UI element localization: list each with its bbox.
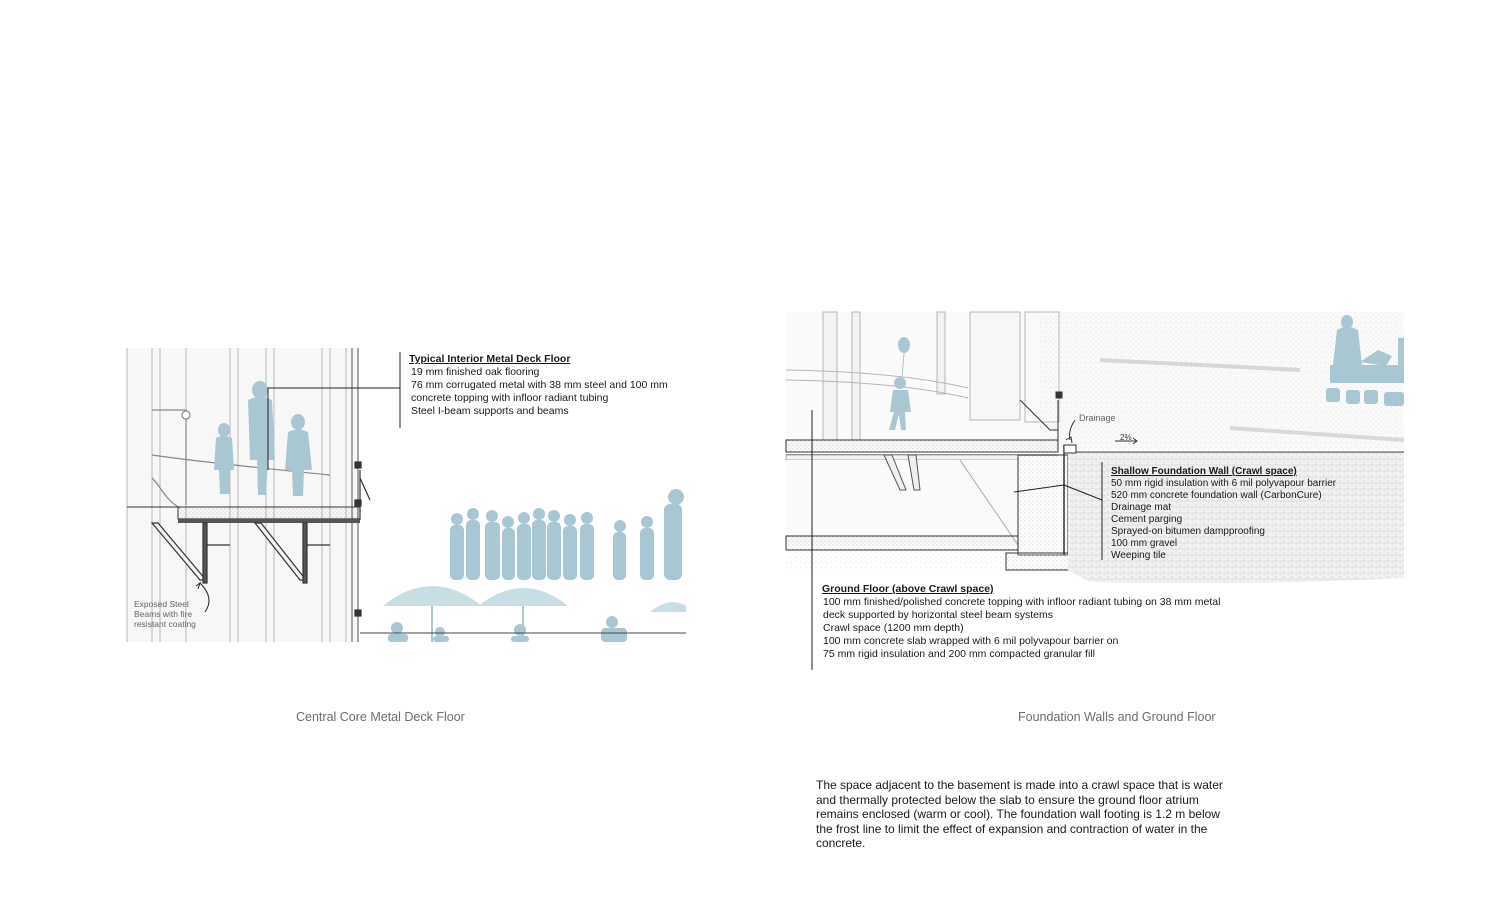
crawl-space	[786, 460, 1018, 545]
wall-line-1: 50 mm rigid insulation with 6 mil polyva…	[1111, 478, 1337, 489]
drainage-label: Drainage	[1079, 413, 1116, 423]
umbrellas	[383, 586, 686, 642]
slope-label: 2%	[1120, 433, 1132, 442]
left-caption: Central Core Metal Deck Floor	[296, 710, 465, 724]
deck-floor-line-1: 19 mm finished oak flooring	[411, 366, 540, 378]
deck-floor-line-3: concrete topping with infloor radiant tu…	[411, 392, 609, 404]
foundation-wall-callout: Shallow Foundation Wall (Crawl space) 50…	[1111, 466, 1336, 562]
exterior-soil	[1068, 452, 1404, 584]
crawl-space-slab	[785, 535, 1019, 551]
crowd-silhouettes	[450, 489, 684, 580]
wall-line-6: 100 mm gravel	[1111, 538, 1178, 549]
wall-line-4: Cement parging	[1111, 514, 1183, 525]
metal-deck-slab	[127, 506, 361, 523]
floor-line-5: 75 mm rigid insulation and 200 mm compac…	[823, 648, 1095, 660]
wall-line-7: Weeping tile	[1111, 550, 1166, 561]
floor-line-1: 100 mm finished/polished concrete toppin…	[823, 596, 1221, 608]
floor-line-3: Crawl space (1200 mm depth)	[823, 622, 964, 634]
wall-line-3: Drainage mat	[1111, 502, 1172, 513]
wall-line-2: 520 mm concrete foundation wall (CarbonC…	[1111, 490, 1322, 501]
deck-floor-line-2: 76 mm corrugated metal with 38 mm steel …	[411, 379, 668, 391]
floor-line-2: deck supported by horizontal steel beam …	[823, 609, 1053, 621]
right-caption: Foundation Walls and Ground Floor	[1018, 710, 1216, 724]
wall-line-5: Sprayed-on bitumen dampproofing	[1111, 526, 1265, 537]
i-beams	[150, 522, 330, 584]
foundation-wall	[1005, 445, 1092, 571]
beam-note-line-3: resistant coating	[134, 619, 196, 629]
ground-floor-callout: Ground Floor (above Crawl space) 100 mm …	[822, 583, 1225, 661]
child-with-balloon	[889, 337, 911, 430]
deck-floor-line-4: Steel I-beam supports and beams	[411, 405, 569, 417]
ground-floor-title: Ground Floor (above Crawl space)	[822, 583, 994, 595]
beam-note: Exposed Steel Beams with fire resistant …	[134, 599, 196, 629]
floor-line-4: 100 mm concrete slab wrapped with 6 mil …	[823, 635, 1119, 647]
beam-note-line-1: Exposed Steel	[134, 599, 189, 609]
ground-floor-slab	[785, 439, 1059, 461]
foundation-wall-title: Shallow Foundation Wall (Crawl space)	[1111, 466, 1297, 477]
deck-floor-callout-title: Typical Interior Metal Deck Floor	[409, 353, 571, 365]
beam-note-line-2: Beams with fire	[134, 609, 193, 619]
deck-floor-callout: Typical Interior Metal Deck Floor 19 mm …	[409, 353, 668, 418]
description-paragraph: The space adjacent to the basement is ma…	[816, 778, 1223, 850]
exterior-people	[1326, 315, 1404, 406]
